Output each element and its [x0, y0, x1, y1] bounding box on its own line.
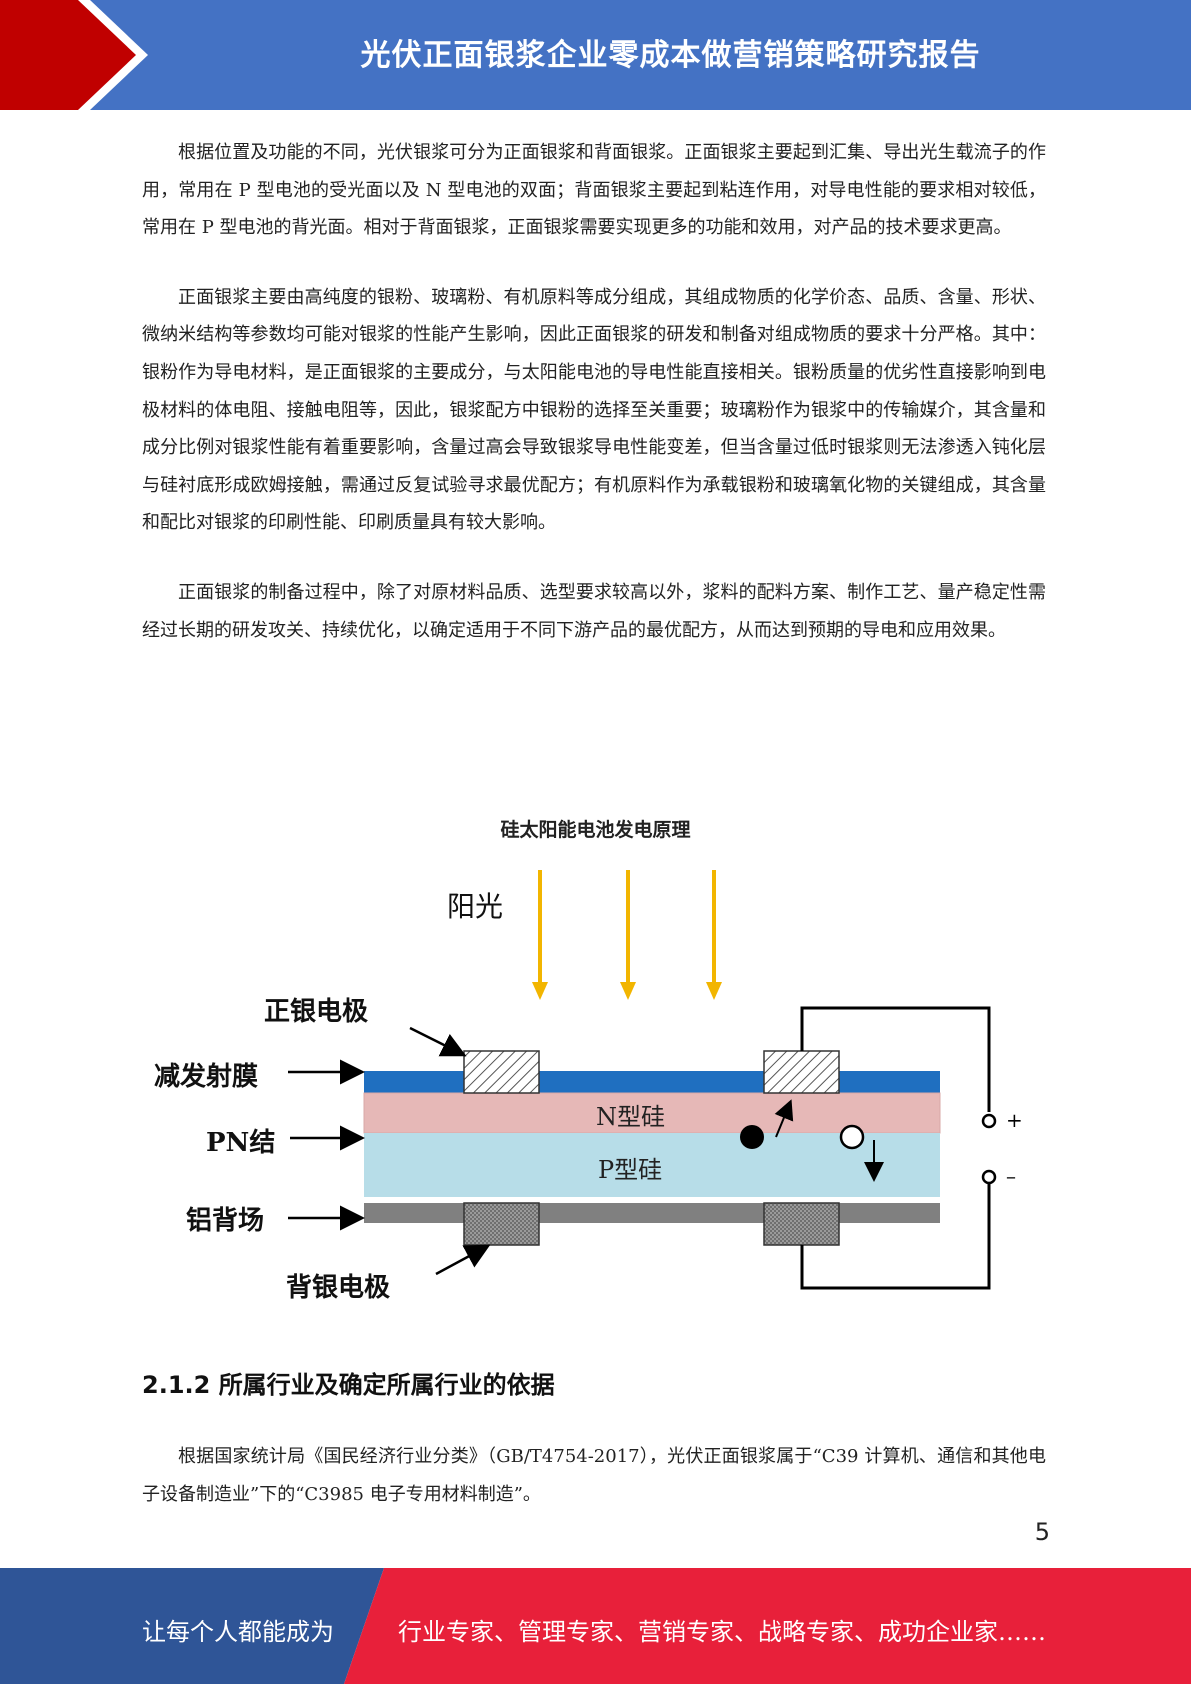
header-arrow-red	[0, 0, 136, 110]
footer-background	[0, 1568, 1191, 1684]
label-al-back-field: 铝背场	[186, 1206, 264, 1236]
sun-arrowhead-1	[532, 982, 548, 1000]
pointer-front-electrode	[409, 1026, 467, 1057]
pointer-back-electrode	[435, 1244, 491, 1276]
back-electrode-1	[463, 1202, 540, 1246]
label-front-electrode: 正银电极	[264, 997, 369, 1027]
n-silicon-layer	[363, 1092, 941, 1134]
front-electrode-2	[763, 1050, 840, 1094]
page-title: 光伏正面银浆企业零成本做营销策略研究报告	[360, 38, 981, 73]
footer-slogan-right: 行业专家、管理专家、营销专家、战略专家、成功企业家……	[398, 1618, 1046, 1646]
page-header: 光伏正面银浆企业零成本做营销策略研究报告	[0, 0, 1191, 110]
front-electrode-1	[463, 1050, 540, 1094]
circuit-wire-bottom	[800, 1182, 991, 1290]
label-n-silicon: N型硅	[596, 1103, 665, 1131]
footer-slogan-left: 让每个人都能成为	[142, 1618, 334, 1646]
solar-cell-svg: 阳光 N型硅 P型硅 + – 正银电极 减发射	[154, 870, 1023, 1303]
hole-circle	[839, 1124, 865, 1150]
label-pn-junction: PN结	[206, 1128, 275, 1158]
header-decoration	[0, 0, 148, 110]
label-sunlight: 阳光	[447, 890, 503, 923]
body-text: 根据位置及功能的不同，光伏银浆可分为正面银浆和背面银浆。正面银浆主要起到汇集、导…	[142, 134, 1046, 681]
label-minus: –	[1006, 1164, 1016, 1188]
electron-arrow	[774, 1099, 794, 1138]
back-electrode-2	[763, 1202, 840, 1246]
terminal-minus	[981, 1169, 997, 1185]
paragraph-2: 正面银浆主要由高纯度的银粉、玻璃粉、有机原料等成分组成，其组成物质的化学价态、品…	[142, 286, 1046, 534]
section-paragraph: 根据国家统计局《国民经济行业分类》（GB/T4754-2017），光伏正面银浆属…	[142, 1446, 1046, 1505]
label-back-electrode: 背银电极	[286, 1273, 391, 1303]
figure-title: 硅太阳能电池发电原理	[500, 819, 691, 841]
page-number: 5	[1034, 1518, 1050, 1546]
solar-cell-diagram: 阳光 N型硅 P型硅 + – 正银电极 减发射	[140, 860, 1060, 1320]
al-back-field-layer	[364, 1203, 940, 1223]
label-antireflection: 减发射膜	[154, 1061, 258, 1092]
terminal-plus	[981, 1113, 997, 1129]
electron-dot	[740, 1125, 764, 1149]
footer-right-panel	[344, 1568, 1191, 1684]
paragraph-1: 根据位置及功能的不同，光伏银浆可分为正面银浆和背面银浆。正面银浆主要起到汇集、导…	[142, 142, 1046, 239]
sun-arrowhead-3	[706, 982, 722, 1000]
antireflection-layer	[364, 1071, 940, 1093]
footer-left-panel	[0, 1568, 384, 1684]
section-body: 根据国家统计局《国民经济行业分类》（GB/T4754-2017），光伏正面银浆属…	[142, 1438, 1046, 1545]
paragraph-3: 正面银浆的制备过程中，除了对原材料品质、选型要求较高以外，浆料的配料方案、制作工…	[142, 581, 1046, 641]
sun-arrowhead-2	[620, 982, 636, 1000]
label-p-silicon: P型硅	[598, 1156, 662, 1184]
section-heading: 2.1.2 所属行业及确定所属行业的依据	[142, 1371, 555, 1399]
circuit-wire-top	[800, 1006, 991, 1112]
label-plus: +	[1006, 1108, 1023, 1132]
page-footer: 让每个人都能成为 行业专家、管理专家、营销专家、战略专家、成功企业家……	[0, 1568, 1191, 1684]
